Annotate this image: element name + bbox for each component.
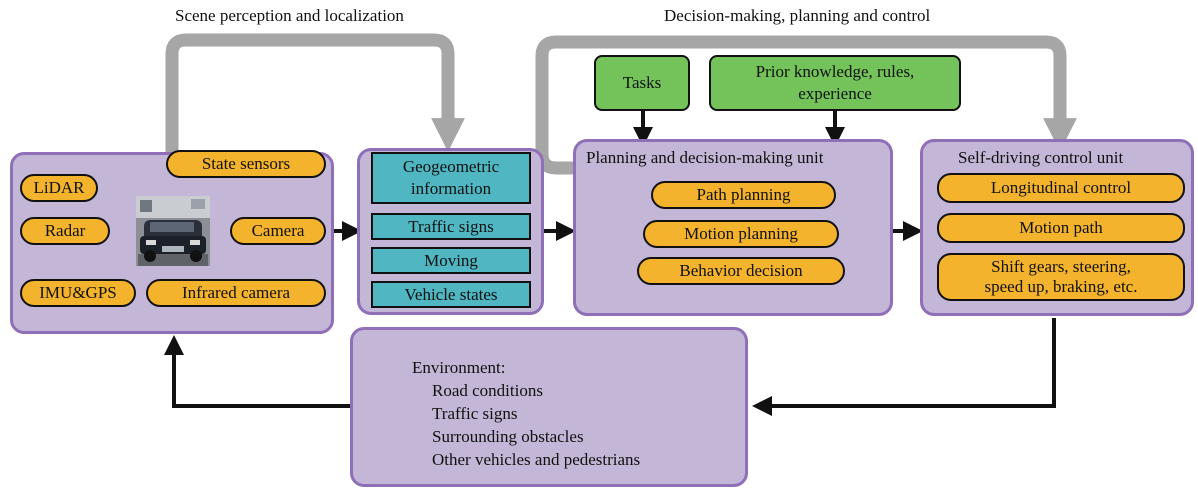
planning-path: Path planning	[651, 181, 836, 209]
environment-item: Surrounding obstacles	[432, 427, 584, 446]
control-actions: Shift gears, steering, speed up, braking…	[937, 253, 1185, 301]
feedback-arrow-decision	[535, 35, 1077, 175]
arrow-environment-to-sensors	[164, 335, 350, 408]
sensor-imu-gps: IMU&GPS	[20, 279, 136, 307]
environment-list: Environment: Road conditions Traffic sig…	[412, 356, 640, 471]
info-vehicle-states: Vehicle states	[371, 281, 531, 308]
decision-section-title: Decision-making, planning and control	[664, 6, 931, 25]
feedback-arrow-perception	[165, 33, 465, 152]
vehicle-photo	[136, 196, 210, 266]
planning-unit-title: Planning and decision-making unit	[586, 148, 824, 167]
sensor-radar: Radar	[20, 217, 110, 245]
environment-title: Environment:	[412, 358, 506, 377]
environment-item: Traffic signs	[432, 404, 518, 423]
planning-motion: Motion planning	[643, 220, 839, 248]
sensor-lidar: LiDAR	[20, 174, 98, 202]
info-geogeometric: Geogeometric information	[371, 152, 531, 204]
perception-section-title: Scene perception and localization	[175, 6, 404, 25]
info-moving: Moving	[371, 247, 531, 274]
info-traffic-signs: Traffic signs	[371, 213, 531, 240]
environment-panel	[350, 327, 748, 487]
environment-item: Road conditions	[432, 381, 543, 400]
input-tasks: Tasks	[594, 55, 690, 111]
control-longitudinal: Longitudinal control	[937, 173, 1185, 203]
control-motion-path: Motion path	[937, 213, 1185, 243]
environment-item: Other vehicles and pedestrians	[432, 450, 641, 469]
sensor-state-sensors: State sensors	[166, 150, 326, 178]
arrow-control-to-environment	[752, 318, 1056, 416]
sensor-infrared-camera: Infrared camera	[146, 279, 326, 307]
sensor-camera: Camera	[230, 217, 326, 245]
control-unit-title: Self-driving control unit	[958, 148, 1124, 167]
planning-behavior: Behavior decision	[637, 257, 845, 285]
input-prior-knowledge: Prior knowledge, rules, experience	[709, 55, 961, 111]
